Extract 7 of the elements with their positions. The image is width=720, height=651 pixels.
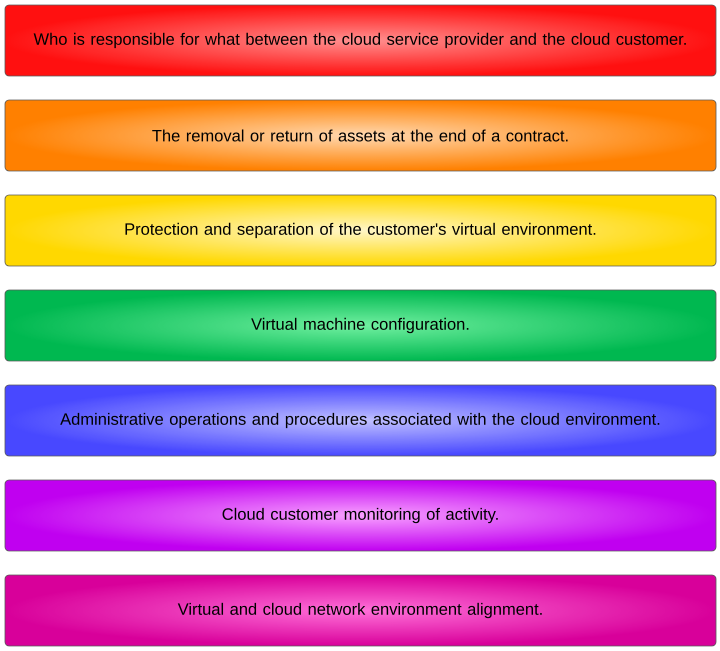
text-box: Virtual and cloud network environment alignment.	[4, 574, 716, 646]
text-box: Who is responsible for what between the cloud service provider and the cloud customer.	[4, 4, 716, 76]
text-box: The removal or return of assets at the end of a contract.	[4, 100, 716, 172]
text-box: Virtual machine configuration.	[4, 290, 716, 362]
text-box: Administrative operations and procedures associated with the cloud environment.	[4, 384, 716, 456]
text-box: Cloud customer monitoring of activity.	[4, 480, 716, 552]
text-box: Protection and separation of the customer's virtual environment.	[4, 194, 716, 266]
